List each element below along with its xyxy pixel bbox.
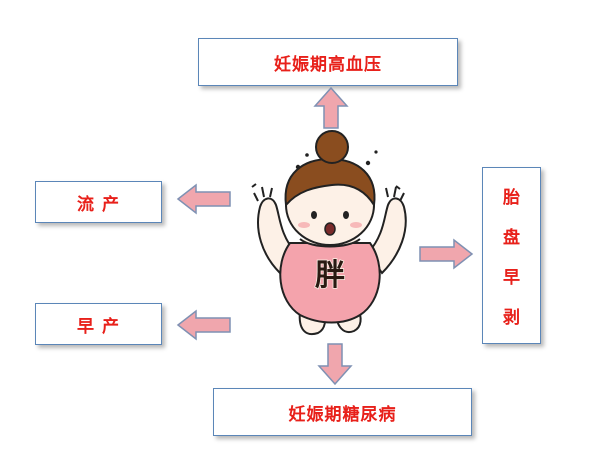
arrow-up-icon bbox=[313, 86, 349, 129]
label-premature-birth: 早 产 bbox=[77, 316, 120, 337]
label-miscarriage: 流 产 bbox=[77, 194, 120, 215]
box-miscarriage: 流 产 bbox=[35, 181, 162, 223]
arrow-right-icon bbox=[419, 238, 474, 270]
label-placental-abruption-2: 盘 bbox=[503, 228, 520, 248]
box-gestational-hypertension: 妊娠期高血压 bbox=[198, 38, 458, 86]
label-gestational-diabetes: 妊娠期糖尿病 bbox=[288, 404, 397, 425]
label-gestational-hypertension: 妊娠期高血压 bbox=[274, 54, 382, 75]
sweat-drops-icon bbox=[251, 150, 401, 190]
chubby-girl-illustration: 胖 bbox=[251, 130, 407, 335]
label-placental-abruption-1: 胎 bbox=[503, 188, 520, 208]
fat-badge-text: 胖 bbox=[315, 258, 345, 293]
arrow-left-icon bbox=[176, 309, 231, 341]
arrow-down-icon bbox=[317, 343, 353, 386]
box-gestational-diabetes: 妊娠期糖尿病 bbox=[213, 388, 472, 436]
arrow-left-icon bbox=[176, 183, 231, 215]
label-placental-abruption-3: 早 bbox=[503, 268, 520, 288]
box-placental-abruption: 胎 盘 早 剥 bbox=[482, 167, 541, 344]
label-placental-abruption-4: 剥 bbox=[503, 308, 520, 328]
box-premature-birth: 早 产 bbox=[35, 303, 162, 345]
